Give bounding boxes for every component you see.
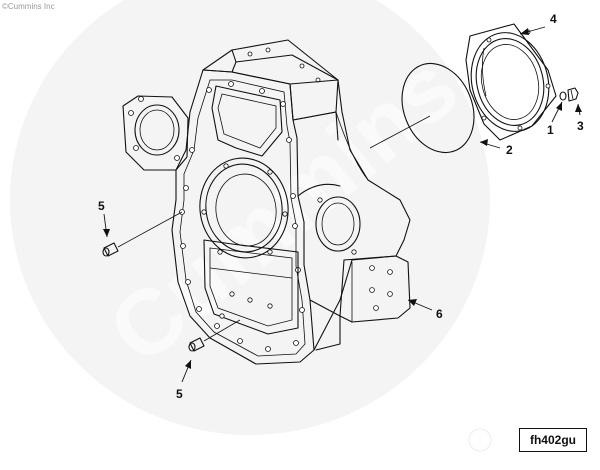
callout-2: 2 xyxy=(506,143,513,157)
figure-label: fh402gu xyxy=(519,428,587,452)
rear-seal-housing xyxy=(465,23,557,141)
dowel-pin-upper xyxy=(102,242,119,257)
copyright-text: ©Cummins Inc xyxy=(2,2,55,11)
capscrew-and-washer xyxy=(559,87,579,102)
callout-1: 1 xyxy=(547,123,554,137)
callout-5-upper: 5 xyxy=(98,199,105,213)
leader-lines xyxy=(103,26,582,383)
callout-5-lower: 5 xyxy=(176,387,183,401)
flywheel-housing xyxy=(122,39,411,365)
cummins-watermark: Cummins xyxy=(10,0,492,452)
callout-4: 4 xyxy=(550,12,557,26)
dowel-pin-lower xyxy=(188,337,205,352)
callout-3: 3 xyxy=(577,119,584,133)
callout-6: 6 xyxy=(436,307,443,321)
registered-mark-icon xyxy=(468,428,492,452)
center-line xyxy=(369,115,431,149)
rear-seal-ring xyxy=(401,62,475,154)
